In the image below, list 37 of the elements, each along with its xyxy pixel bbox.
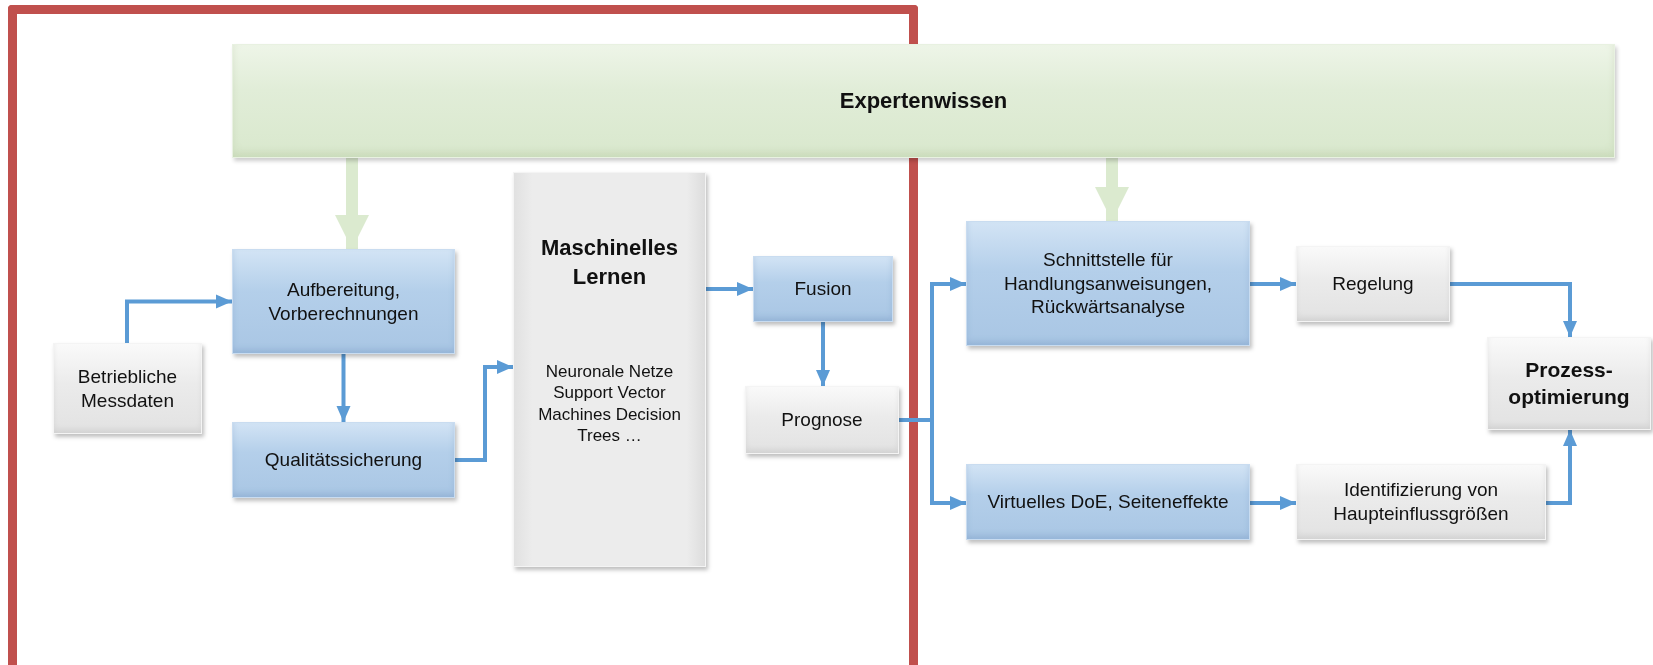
node-heading: Prozess-optimierung [1507,357,1631,410]
node-text: Fusion [794,277,852,301]
process-box [966,221,1250,346]
node-text: Virtuelles DoE, Seiteneffekte [987,490,1229,514]
node-text: Identifizierung von Haupteinflussgrößen [1332,478,1510,526]
arrow [1250,496,1296,510]
process-box [745,386,899,454]
banner-band [232,44,1615,158]
node-text: Qualitätssicherung [264,448,423,472]
process-box [753,256,893,322]
arrow [1250,277,1296,291]
arrow [899,418,966,510]
process-box [1296,246,1450,322]
node-text: Betriebliche Messdaten [76,364,179,413]
node-text: Neuronale Netze Support Vector Machines Decision Trees … [537,361,682,447]
node-text: Aufbereitung, Vorberechnungen [267,277,420,326]
arrow [336,354,351,422]
process-box [232,422,455,498]
process-box [966,464,1250,540]
process-box [1487,337,1651,430]
process-box [53,343,202,434]
arrow [455,360,513,462]
node-text: Schnittstelle für Handlungsanweisungen, Rückwärtsanalyse [1002,247,1214,320]
arrow [1546,430,1577,505]
arrow [706,282,753,296]
node-text: Regelung [1332,272,1414,296]
node-text: Prognose [781,408,863,432]
arrow [125,294,232,343]
node-heading: Maschinelles Lernen [540,234,679,291]
process-box [232,249,455,354]
process-column [513,172,706,567]
arrow [1450,282,1577,337]
node-heading: Expertenwissen [839,87,1008,115]
arrow [816,322,830,386]
thick-arrow [1095,158,1129,221]
process-box [1296,464,1546,540]
thick-arrow [335,158,369,249]
